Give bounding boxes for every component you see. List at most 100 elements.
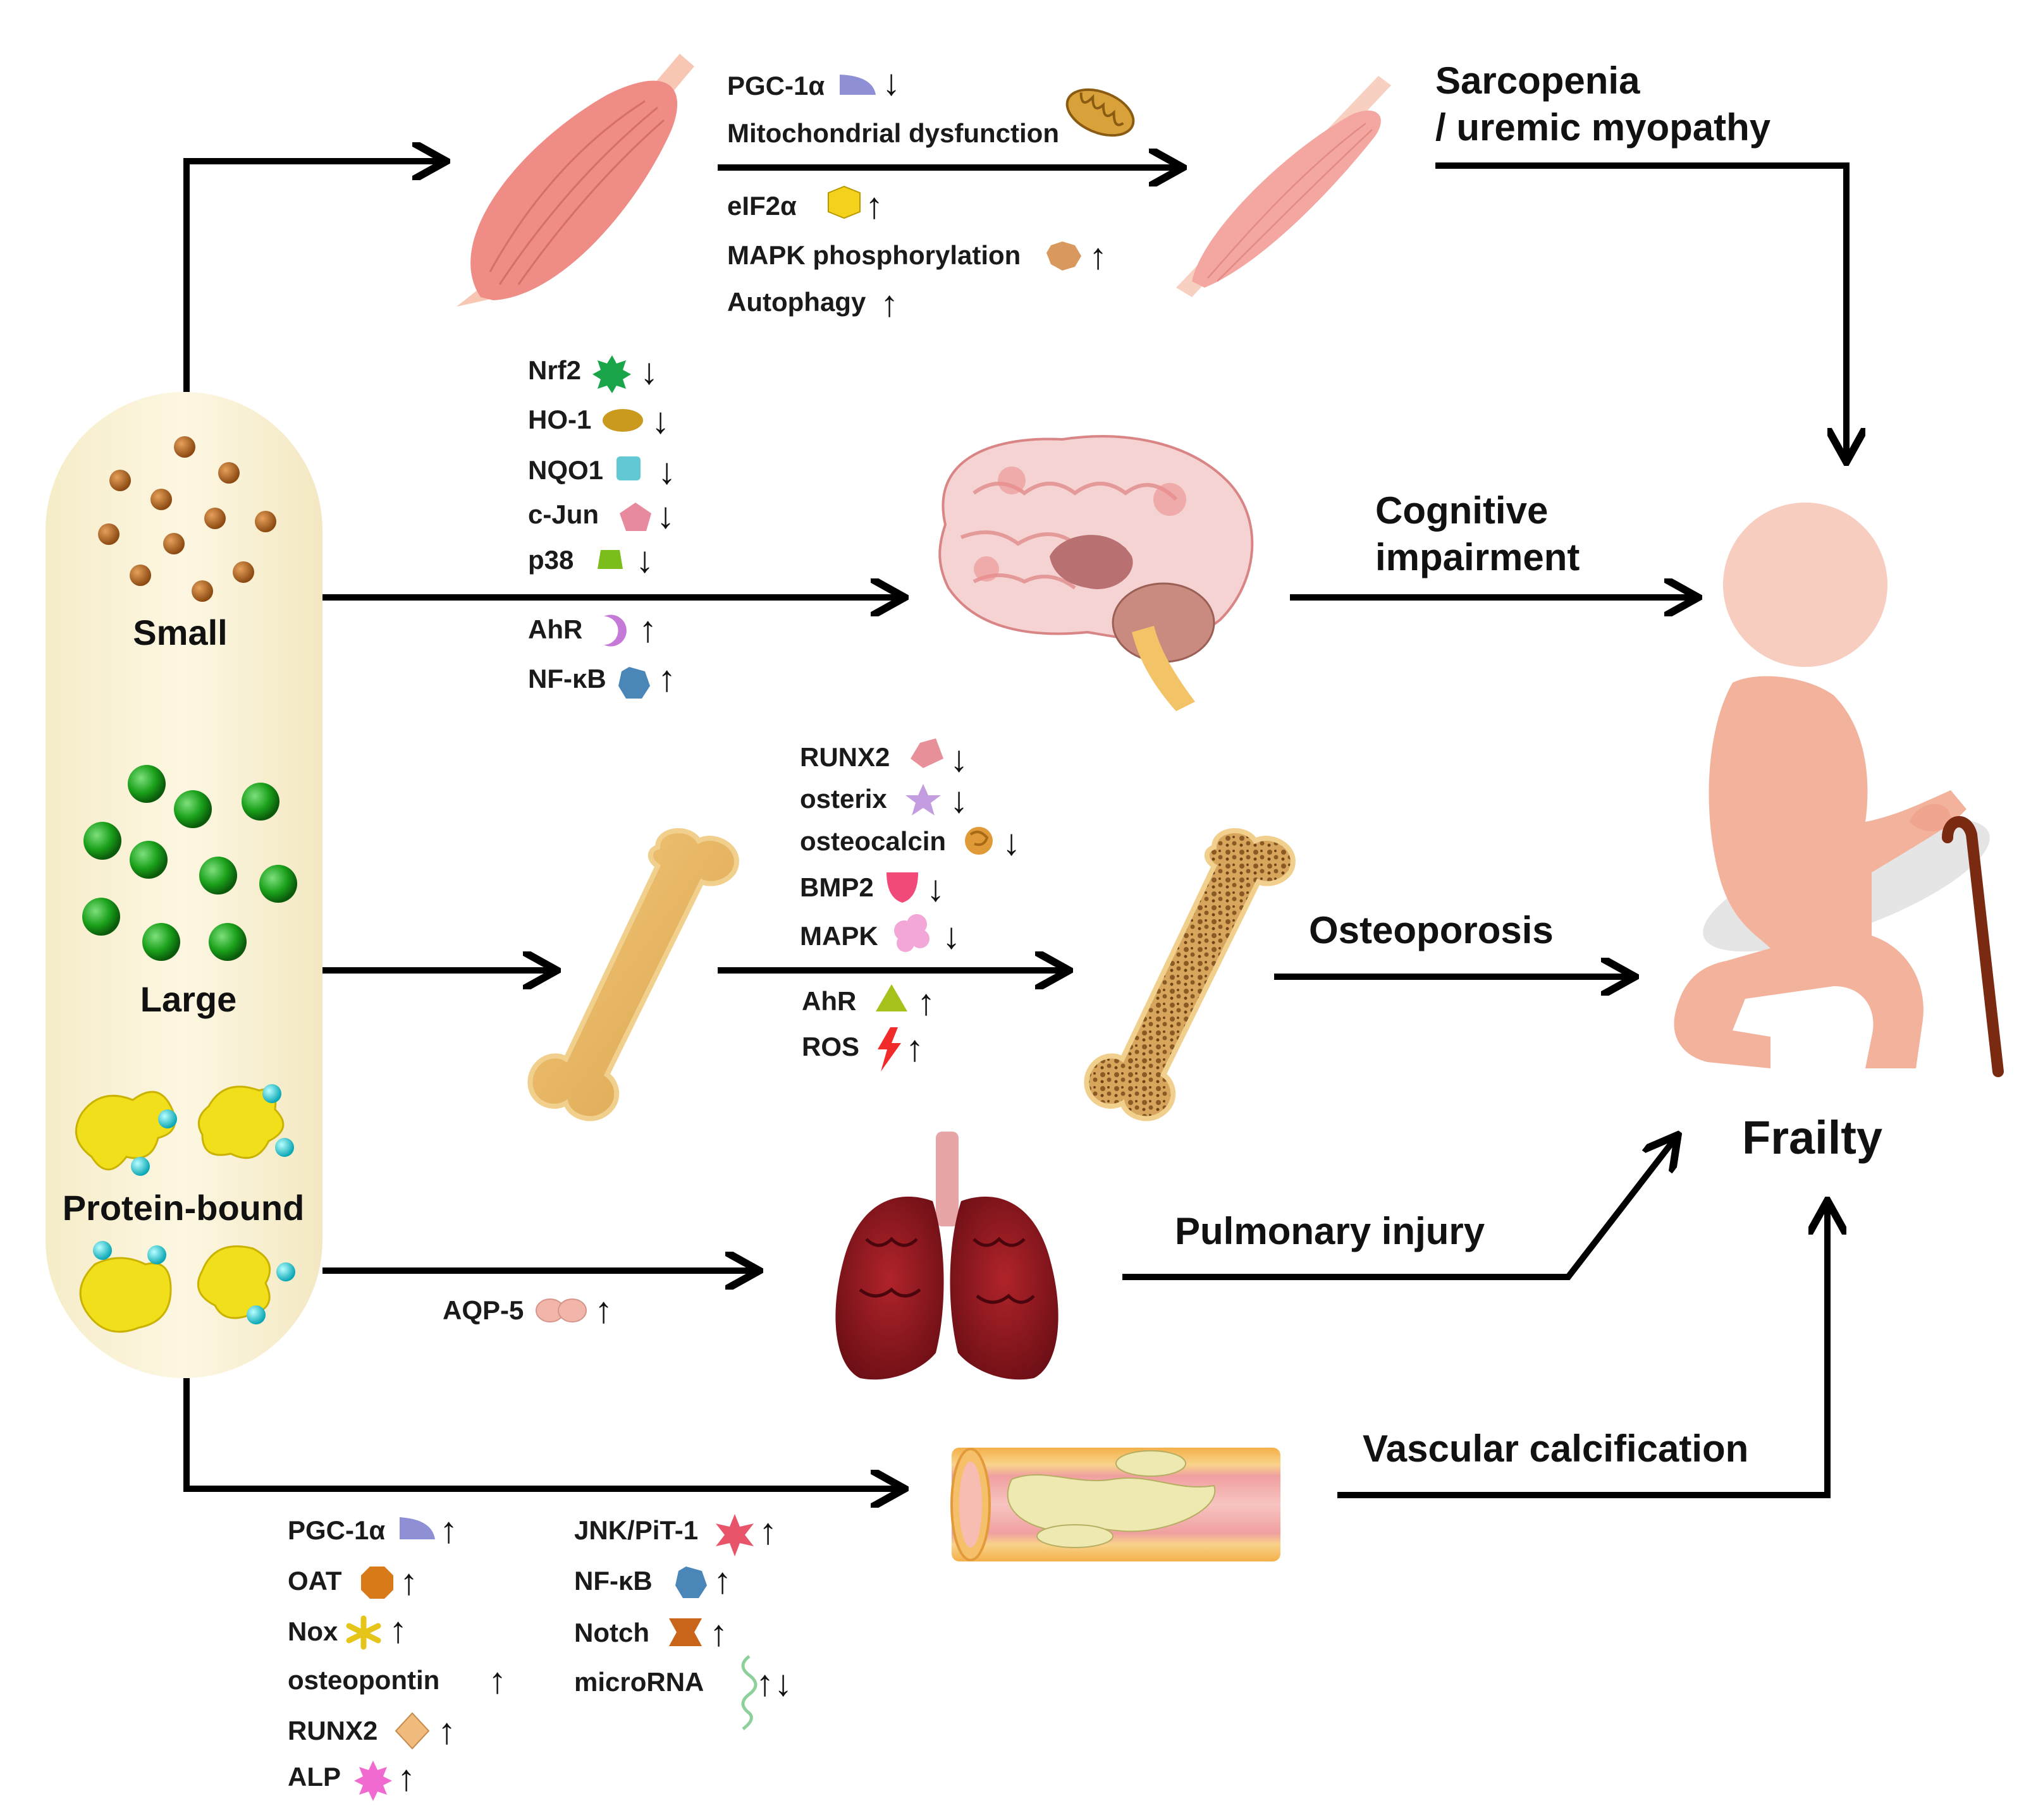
category-large-label: Large [140, 979, 237, 1019]
bone-marker-label: MAPK [800, 921, 878, 951]
direction-arrow: ↑ [917, 982, 935, 1023]
protein-bound-icon-lower [79, 1241, 295, 1333]
pentagon-icon [620, 503, 651, 531]
vessel-marker-label: Nox [288, 1616, 338, 1646]
bone-mechanisms: RUNX2 ↓ osterix ↓ osteocalcin ↓ BMP2 ↓ M… [800, 738, 1021, 1072]
bowtie-icon [669, 1618, 702, 1646]
asterisk-star-icon [346, 1615, 381, 1650]
vessel-marker-label: RUNX2 [288, 1716, 377, 1745]
brain-mechanisms: Nrf2 ↓ HO-1 ↓ NQO1 ↓ c-Jun ↓ p38 ↓ AhR ↑… [528, 351, 676, 699]
bone-marker-label: AhR [802, 986, 856, 1016]
arrow-vascular-to-frailty [1337, 1204, 1827, 1498]
outcome-impairment: impairment [1375, 536, 1580, 578]
cube-icon [828, 185, 861, 219]
vessel-marker-label: JNK/PiT-1 [574, 1515, 698, 1545]
lung-mechanisms: AQP-5 ↑ [443, 1290, 613, 1331]
vessel-marker-label: ALP [288, 1762, 341, 1792]
brain-marker-label: p38 [528, 545, 574, 575]
vessel-marker-label: microRNA [574, 1667, 704, 1697]
vessel-marker-label: NF-κB [574, 1566, 653, 1596]
direction-arrow: ↑ [438, 1711, 456, 1752]
outcome-labels: Sarcopenia / uremic myopathy Cognitive i… [1175, 59, 1882, 1470]
vessel-marker-label: PGC-1α [288, 1515, 385, 1545]
quarter-circle-icon [840, 75, 876, 95]
vessel-marker-label: Notch [574, 1618, 649, 1647]
outcome-sarcopenia: Sarcopenia [1435, 59, 1640, 102]
trapezoid-icon [598, 550, 623, 569]
direction-arrow: ↓ [635, 539, 654, 580]
bone-marker-label: BMP2 [800, 872, 874, 902]
outcome-pulmonary-injury: Pulmonary injury [1175, 1210, 1485, 1252]
cloud-icon [894, 914, 930, 952]
outcome-frailty: Frailty [1742, 1111, 1882, 1164]
burst-icon [354, 1761, 392, 1801]
calcified-vessel-illustration [950, 1448, 1280, 1561]
vessel-mechanisms: PGC-1α ↑ OAT ↑ Nox ↑ osteopontin ↑ RUNX2… [288, 1510, 792, 1801]
direction-arrow: ↑ [713, 1560, 732, 1601]
direction-arrow: ↑ [397, 1757, 415, 1799]
muscle-healthy-illustration [457, 54, 694, 307]
muscle-marker-label: Autophagy [727, 287, 866, 317]
frail-person-illustration [1674, 503, 2004, 1077]
bone-marker-label: ROS [802, 1032, 859, 1061]
direction-arrow: ↑↓ [756, 1663, 792, 1704]
direction-arrow: ↓ [950, 779, 968, 821]
brain-illustration [938, 435, 1254, 711]
lungs-illustration [835, 1132, 1058, 1380]
crescent-icon [604, 614, 627, 647]
direction-arrow: ↑ [658, 658, 676, 699]
outcome-uremic-myopathy: / uremic myopathy [1435, 106, 1771, 149]
gem-icon [911, 738, 943, 768]
vessel-marker-label: osteopontin [288, 1665, 439, 1695]
muscle-mechanisms: PGC-1α ↓ Mitochondrial dysfunction eIF2α… [727, 62, 1107, 324]
direction-arrow: ↓ [926, 868, 945, 909]
bone-osteoporotic-illustration [1084, 828, 1296, 1121]
category-protein-bound-label: Protein-bound [63, 1188, 305, 1228]
mitochondrion-icon [1065, 88, 1135, 137]
direction-arrow: ↑ [389, 1609, 407, 1651]
squiggle-icon [741, 1655, 758, 1730]
brain-marker-label: c-Jun [528, 499, 599, 529]
muscle-atrophied-illustration [1176, 76, 1391, 297]
outcome-osteoporosis: Osteoporosis [1309, 909, 1554, 951]
direction-arrow: ↑ [439, 1510, 458, 1551]
protein-bound-icon [75, 1084, 294, 1176]
bone-marker-label: osterix [800, 784, 887, 814]
outcome-vascular-calcification: Vascular calcification [1363, 1427, 1748, 1470]
direction-arrow: ↓ [950, 738, 968, 779]
arrow-sarcopenia-to-frailty [1435, 162, 1846, 458]
ellipse-icon [603, 409, 643, 432]
direction-arrow: ↓ [658, 451, 676, 492]
brain-marker-label: AhR [528, 614, 582, 644]
brain-marker-label: HO-1 [528, 405, 591, 434]
bone-marker-label: osteocalcin [800, 826, 946, 856]
pathway-arrows [183, 161, 1846, 1498]
brain-marker-label: NQO1 [528, 455, 603, 485]
outcome-cognitive: Cognitive [1375, 489, 1548, 532]
bone-healthy-illustration [527, 828, 739, 1121]
arrow-to-muscle [183, 161, 443, 392]
blob-icon [675, 1567, 707, 1598]
direction-arrow: ↓ [656, 495, 675, 536]
lightning-icon [878, 1027, 901, 1072]
large-particles-icon [82, 765, 297, 961]
square-icon [617, 456, 641, 480]
muscle-marker-label: eIF2α [727, 191, 797, 221]
direction-arrow: ↑ [488, 1660, 506, 1701]
direction-arrow: ↑ [639, 609, 657, 650]
diamond-icon [395, 1712, 430, 1750]
crescent-icon [457, 1663, 476, 1701]
brain-marker-label: Nrf2 [528, 355, 581, 385]
direction-arrow: ↑ [709, 1613, 728, 1654]
direction-arrow: ↑ [1089, 236, 1107, 277]
vessel-marker-label: OAT [288, 1566, 342, 1596]
lung-marker-label: AQP-5 [443, 1295, 524, 1325]
direction-arrow: ↑ [905, 1028, 924, 1069]
brain-marker-label: NF-κB [528, 664, 606, 693]
direction-arrow: ↑ [865, 185, 883, 226]
spiky-star-icon [716, 1514, 754, 1556]
triangle-icon [876, 984, 907, 1011]
peanut-icon [536, 1298, 587, 1322]
direction-arrow: ↑ [594, 1290, 613, 1331]
